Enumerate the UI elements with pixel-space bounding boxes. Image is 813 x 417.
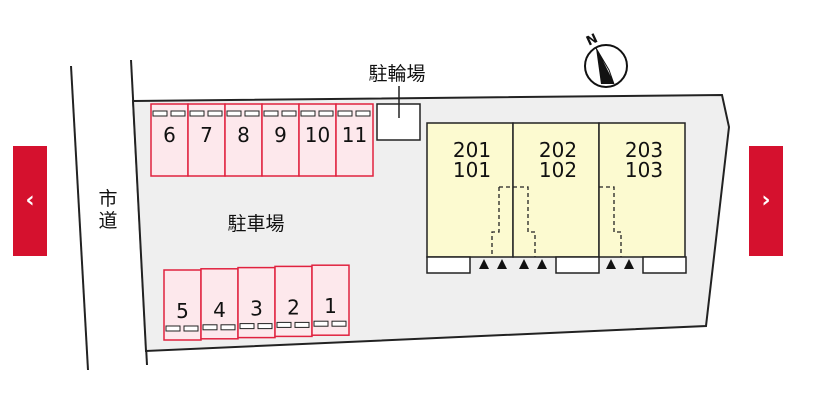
parking-space-number: 5: [176, 299, 189, 323]
parking-space: 9: [261, 103, 300, 177]
next-image-button[interactable]: ›: [749, 146, 783, 256]
entrance-marker: [606, 259, 616, 269]
parking-space-number: 1: [324, 294, 337, 318]
entrance-marker: [519, 259, 529, 269]
unit-number-lower: 102: [539, 158, 577, 182]
parking-space: 3: [237, 266, 276, 339]
unit-number-upper: 201: [453, 138, 491, 162]
unit-number-upper: 202: [539, 138, 577, 162]
parking-space: 4: [200, 268, 239, 340]
road-edge-left: [70, 65, 89, 371]
parking-space-number: 6: [163, 123, 176, 147]
parking-space: 1: [311, 264, 350, 336]
parking-space: 11: [335, 103, 374, 177]
parking-space: 6: [150, 103, 189, 177]
parking-space-number: 7: [200, 123, 213, 147]
chevron-left-icon: ‹: [25, 188, 35, 213]
entrance-markers: [479, 259, 634, 269]
street-label: 市道: [98, 188, 117, 232]
entrance-marker: [624, 259, 634, 269]
stair-outline: [599, 186, 622, 257]
parking-space-number: 8: [237, 123, 250, 147]
chevron-right-icon: ›: [761, 188, 771, 213]
compass-icon: N: [584, 31, 628, 88]
previous-image-button[interactable]: ‹: [13, 146, 47, 256]
entrance-marker: [537, 259, 547, 269]
stair-outline: [491, 186, 536, 257]
unit-number-lower: 101: [453, 158, 491, 182]
parking-space: 2: [274, 265, 313, 338]
parking-space: 8: [224, 103, 263, 177]
parking-space-number: 11: [342, 123, 367, 147]
entrance-step: [555, 256, 600, 274]
unit-number-upper: 203: [625, 138, 663, 162]
parking-space: 7: [187, 103, 226, 177]
entrance-step: [426, 256, 471, 274]
bicycle-parking-label: 駐輪場: [368, 63, 425, 85]
parking-space: 10: [298, 103, 337, 177]
entrance-marker: [479, 259, 489, 269]
unit-number-lower: 103: [625, 158, 663, 182]
parking-space-number: 3: [250, 297, 263, 321]
entrance-marker: [497, 259, 507, 269]
entrance-step: [642, 256, 687, 274]
parking-space: 5: [163, 269, 202, 341]
parking-space-number: 2: [287, 295, 300, 319]
parking-space-number: 4: [213, 298, 226, 322]
parking-space-number: 9: [274, 123, 287, 147]
parking-label: 駐車場: [227, 213, 284, 235]
parking-space-number: 10: [305, 123, 330, 147]
